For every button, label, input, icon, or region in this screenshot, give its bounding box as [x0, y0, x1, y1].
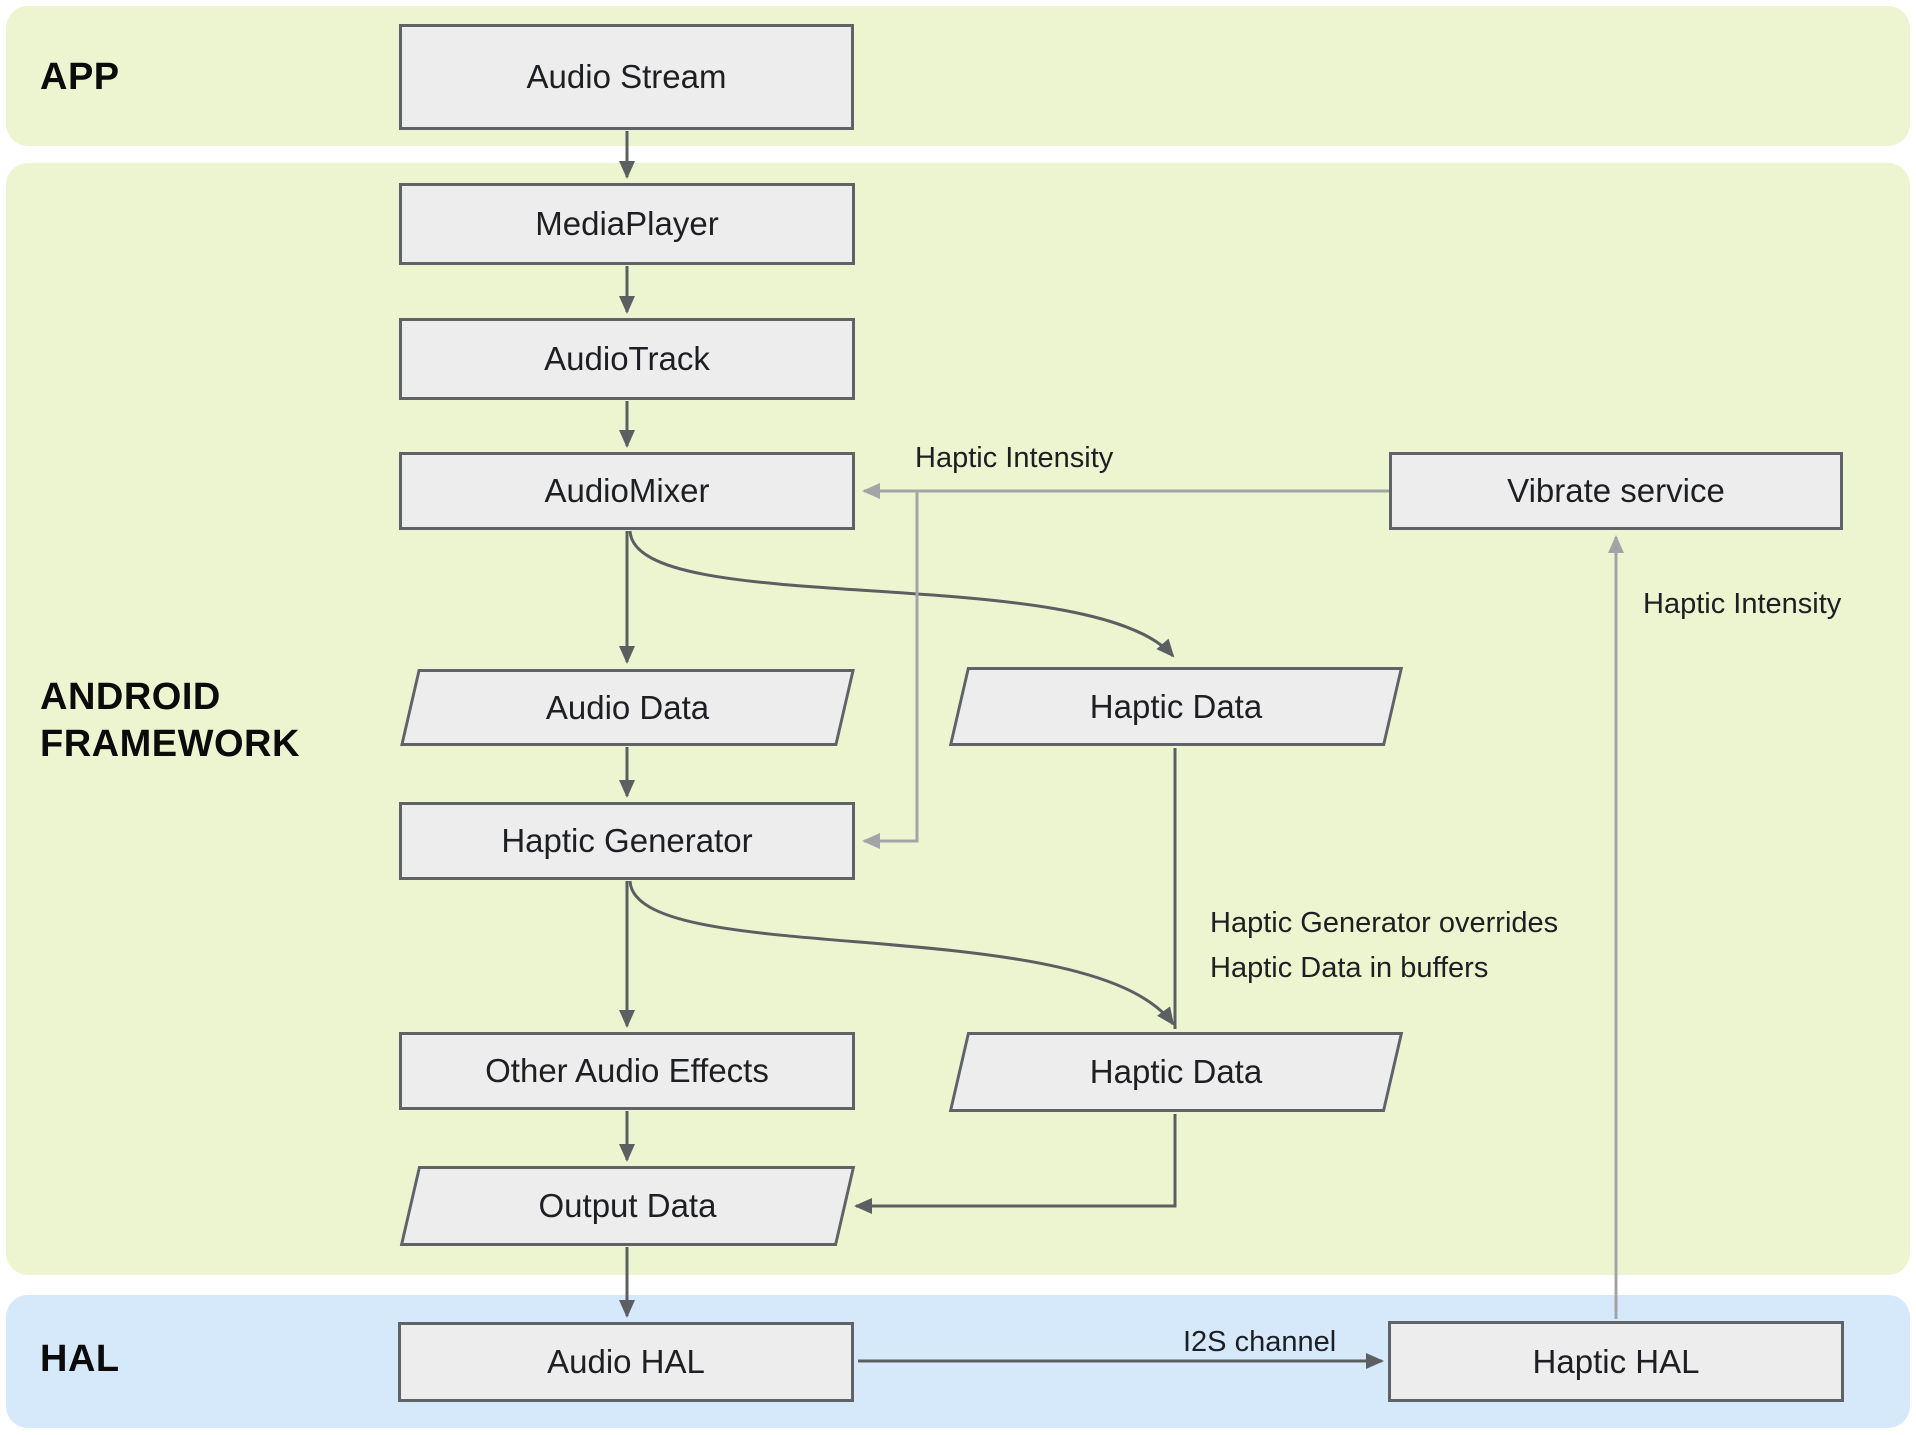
haptic-data-2-node: Haptic Data [948, 1032, 1404, 1112]
audio-data-node: Audio Data [400, 669, 855, 746]
audio-hal-label: Audio HAL [547, 1343, 705, 1380]
audio-stream-label: Audio Stream [526, 58, 727, 95]
audio-stream-node: Audio Stream [399, 24, 854, 130]
haptic-hal-label: Haptic HAL [1532, 1342, 1700, 1380]
media-player-node: MediaPlayer [399, 183, 855, 265]
output-data-label: Output Data [538, 1187, 717, 1224]
other-audio-effects-node: Other Audio Effects [399, 1032, 855, 1110]
app-band-label: APP [40, 56, 120, 98]
output-data-node: Output Data [399, 1166, 856, 1246]
audio-track-node: AudioTrack [399, 318, 855, 400]
i2s-channel-annotation: I2S channel [1183, 1326, 1337, 1358]
vibrate-service-label: Vibrate service [1507, 472, 1725, 509]
vibrate-service-node: Vibrate service [1389, 452, 1843, 530]
audio-mixer-node: AudioMixer [399, 452, 855, 530]
haptic-data-1-node: Haptic Data [948, 667, 1404, 746]
override-annotation-line1: Haptic Generator overrides [1210, 907, 1559, 939]
audio-track-label: AudioTrack [544, 340, 710, 377]
haptic-intensity-vibrate-annotation: Haptic Intensity [1643, 588, 1842, 620]
framework-label-line2: FRAMEWORK [40, 723, 300, 765]
media-player-label: MediaPlayer [535, 205, 719, 242]
framework-label-line1: ANDROID [40, 676, 221, 718]
haptic-data-2-label: Haptic Data [1089, 1053, 1263, 1090]
haptic-intensity-mixer-annotation: Haptic Intensity [915, 442, 1114, 474]
override-annotation-line2: Haptic Data in buffers [1210, 952, 1489, 984]
haptic-data-1-label: Haptic Data [1089, 687, 1263, 725]
audio-mixer-label: AudioMixer [544, 472, 710, 509]
haptic-hal-node: Haptic HAL [1388, 1321, 1844, 1402]
haptic-generator-label: Haptic Generator [501, 822, 753, 859]
audio-hal-node: Audio HAL [398, 1322, 854, 1402]
app-band [6, 6, 1910, 146]
audio-data-label: Audio Data [545, 688, 710, 726]
haptic-generator-node: Haptic Generator [399, 802, 855, 880]
hal-band-label: HAL [40, 1338, 120, 1380]
android-framework-band-label: ANDROID FRAMEWORK [40, 674, 300, 768]
other-audio-effects-label: Other Audio Effects [485, 1052, 769, 1089]
